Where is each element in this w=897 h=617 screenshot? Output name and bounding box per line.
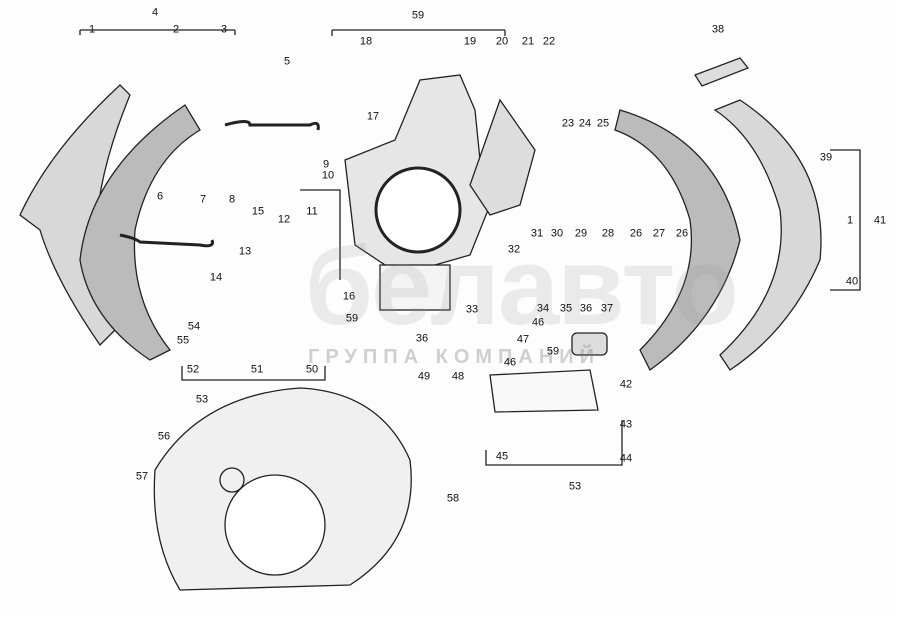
label-41: 41 [873, 214, 887, 227]
pin-38 [694, 57, 750, 87]
label-30: 30 [550, 227, 564, 240]
bracket-4 [79, 29, 236, 35]
label-27: 27 [652, 227, 666, 240]
label-3: 3 [220, 23, 228, 36]
label-48: 48 [451, 370, 465, 383]
label-31: 31 [530, 227, 544, 240]
label-13: 13 [238, 245, 252, 258]
label-23: 23 [561, 117, 575, 130]
label-43: 43 [619, 418, 633, 431]
label-12: 12 [277, 213, 291, 226]
label-14: 14 [209, 271, 223, 284]
label-21: 21 [521, 35, 535, 48]
label-46: 46 [531, 316, 545, 329]
label-56: 56 [157, 430, 171, 443]
adjusting-plate [489, 369, 599, 413]
watermark-subtitle: ГРУППА КОМПАНИЙ [308, 346, 601, 368]
label-6: 6 [156, 190, 164, 203]
bracket-53-left [181, 366, 326, 381]
label-26: 26 [629, 227, 643, 240]
label-32: 32 [507, 243, 521, 256]
label-11: 11 [306, 205, 318, 218]
label-59c: 59 [546, 345, 560, 358]
label-9: 9 [322, 158, 330, 171]
label-49: 49 [417, 370, 431, 383]
label-36: 36 [415, 332, 429, 345]
label-28: 28 [601, 227, 615, 240]
label-51: 51 [250, 363, 264, 376]
label-53: 53 [195, 393, 209, 406]
label-1: 1 [88, 23, 96, 36]
label-40: 40 [845, 275, 859, 288]
label-39: 39 [819, 151, 833, 164]
mounting-block [379, 264, 451, 311]
label-55: 55 [176, 334, 190, 347]
bracket-59-top [331, 29, 506, 36]
drum-hub-hole [224, 474, 326, 576]
watermark-logo: белавто [305, 225, 739, 348]
label-46b: 46 [503, 356, 517, 369]
label-52: 52 [186, 363, 200, 376]
label-18: 18 [359, 35, 373, 48]
label-45: 45 [495, 450, 509, 463]
label-33: 33 [465, 303, 479, 316]
label-38: 38 [711, 23, 725, 36]
spring-6 [119, 233, 214, 248]
label-59: 59 [411, 9, 425, 22]
label-29: 29 [574, 227, 588, 240]
label-37: 37 [600, 302, 614, 315]
label-35: 35 [559, 302, 573, 315]
label-54: 54 [187, 320, 201, 333]
label-8: 8 [228, 193, 236, 206]
label-5: 5 [283, 55, 291, 68]
cam-lever [469, 98, 536, 216]
label-25: 25 [596, 117, 610, 130]
bracket-15 [300, 189, 341, 280]
drum-inspection-hole [219, 467, 245, 493]
label-34: 34 [536, 302, 550, 315]
label-57: 57 [135, 470, 149, 483]
bracket-53-right [485, 420, 623, 466]
label-22: 22 [542, 35, 556, 48]
label-44: 44 [619, 452, 633, 465]
label-15: 15 [251, 205, 265, 218]
label-59b: 59 [345, 312, 359, 325]
label-20: 20 [495, 35, 509, 48]
bracket-41 [830, 149, 861, 291]
label-47: 47 [516, 333, 530, 346]
label-10: 10 [321, 169, 335, 182]
label-26b: 26 [675, 227, 689, 240]
label-16: 16 [342, 290, 356, 303]
label-36b: 36 [579, 302, 593, 315]
label-4: 4 [151, 6, 159, 19]
brake-lining-right [713, 99, 822, 371]
label-7: 7 [199, 193, 207, 206]
backing-plate-hole [374, 166, 462, 254]
label-50: 50 [305, 363, 319, 376]
brake-shoe-right [614, 109, 741, 371]
label-1b: 1 [846, 214, 854, 227]
label-42: 42 [619, 378, 633, 391]
brake-shoe-left [79, 104, 201, 361]
wheel-cylinder [571, 332, 608, 356]
label-19: 19 [463, 35, 477, 48]
spring-5 [224, 120, 320, 131]
label-2: 2 [172, 23, 180, 36]
label-17: 17 [366, 110, 380, 123]
label-24: 24 [578, 117, 592, 130]
label-53b: 53 [568, 480, 582, 493]
label-58: 58 [446, 492, 460, 505]
